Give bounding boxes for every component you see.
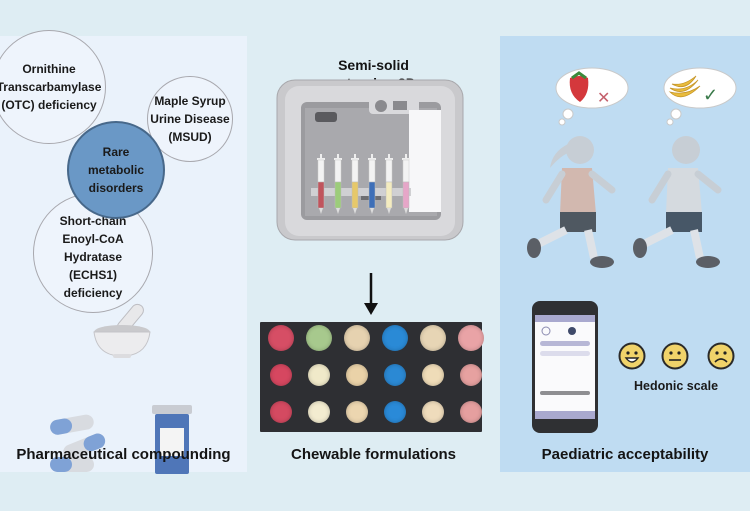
capsules-icon <box>50 414 106 472</box>
chewable-r1-c6 <box>458 325 484 351</box>
panel-paediatric-acceptability: ✕ ✓ <box>500 36 750 472</box>
mortar-pestle-icon <box>93 303 151 358</box>
chewable-r1-c3 <box>344 325 370 351</box>
chewable-r3-c4 <box>384 401 406 423</box>
thought-bubble-banana <box>663 67 737 126</box>
syringe-4 <box>368 154 376 214</box>
chewable-r1-c2 <box>306 325 332 351</box>
child-girl-running <box>527 136 616 268</box>
chewable-r3-c3 <box>346 401 368 423</box>
face-neutral-icon <box>661 342 689 370</box>
caption-chewable-formulations: Chewable formulations <box>290 446 457 463</box>
chewable-r2-c6 <box>460 364 482 386</box>
chewable-r3-c2 <box>308 401 330 423</box>
syringe-2 <box>334 154 342 214</box>
center-rare-metabolic-disorders: Rare metabolic disorders <box>67 121 165 219</box>
hedonic-scale-label: Hedonic scale <box>634 379 719 393</box>
smartphone-app-screen <box>532 301 598 433</box>
banana-icon <box>668 75 701 98</box>
caption-pharmaceutical-compounding: Pharmaceutical compounding <box>16 446 231 463</box>
thought-bubble-strawberry <box>555 67 629 126</box>
panel-chewable-formulations: Semi-solid extrusion 3D printing Chewabl… <box>247 36 500 472</box>
chewable-r2-c1 <box>270 364 292 386</box>
face-sad-icon <box>707 342 735 370</box>
syringes <box>317 154 410 214</box>
syringe-1 <box>317 154 325 214</box>
chewable-r1-c5 <box>420 325 446 351</box>
chewable-r2-c4 <box>384 364 406 386</box>
chewable-r2-c3 <box>346 364 368 386</box>
chewable-r2-c2 <box>308 364 330 386</box>
chewable-r1-c1 <box>268 325 294 351</box>
chewable-r2-c5 <box>422 364 444 386</box>
chewable-r3-c1 <box>270 401 292 423</box>
disorder-otc: Ornithine Transcarbamylase (OTC) deficie… <box>0 30 106 144</box>
chewable-r3-c5 <box>422 401 444 423</box>
chewable-r3-c6 <box>460 401 482 423</box>
syringe-6 <box>402 154 410 214</box>
child-boy-running <box>633 136 722 268</box>
strawberry-icon <box>569 76 589 102</box>
face-happy-icon <box>618 342 646 370</box>
down-arrow-icon <box>364 273 378 315</box>
reject-icon: ✕ <box>597 90 611 107</box>
accept-icon: ✓ <box>703 85 719 105</box>
disorder-msud: Maple Syrup Urine Disease (MSUD) <box>147 76 233 162</box>
syringe-5 <box>385 154 393 214</box>
syringe-3 <box>351 154 359 214</box>
pill-bottle-icon <box>152 405 192 474</box>
chewable-photo <box>260 322 484 432</box>
caption-paediatric-acceptability: Paediatric acceptability <box>541 446 709 463</box>
panel-pharmaceutical-compounding: Ornithine Transcarbamylase (OTC) deficie… <box>0 30 247 474</box>
chewable-r1-c4 <box>382 325 408 351</box>
